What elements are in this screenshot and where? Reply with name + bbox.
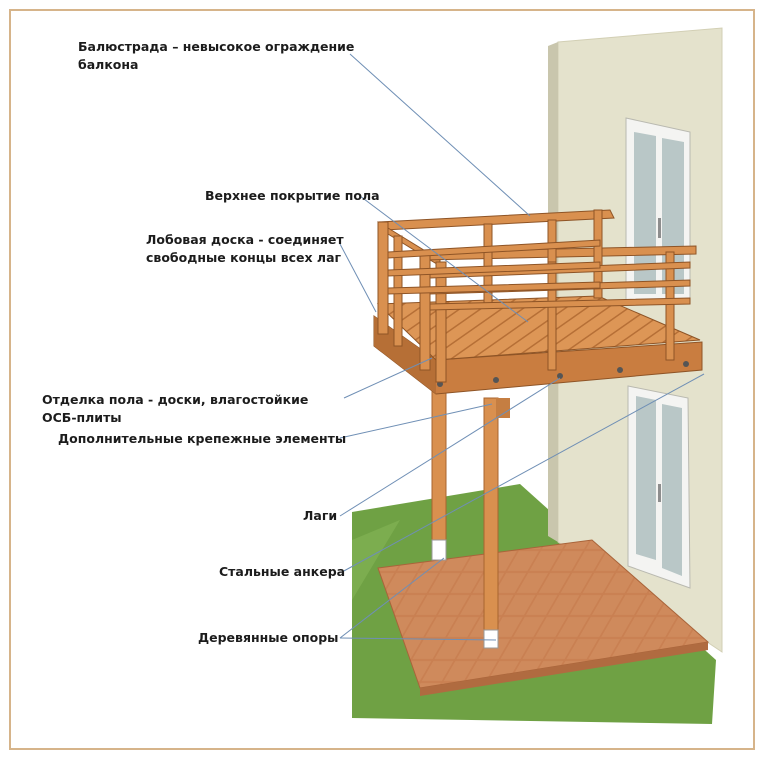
balustrade-railing [377,209,697,383]
upper-window [625,117,691,301]
label-floor-finish: Отделка пола - доски, влагостойкие ОСБ-п… [42,392,309,425]
label-extra-fasteners: Дополнительные крепежные элементы [58,431,347,446]
label-top-cover: Верхнее покрытие пола [205,188,380,203]
deck-platform [373,295,703,395]
image-frame [9,9,755,750]
leader-lines [339,53,705,641]
label-balustrade: Балюстрада – невысокое ограждение балкон… [78,39,355,72]
label-steel-anchors: Стальные анкера [219,564,346,579]
label-wood-supports: Деревянные опоры [198,630,339,645]
label-fascia: Лобовая доска - соединяет свободные конц… [146,232,344,265]
lower-window [627,385,691,589]
label-joists: Лаги [303,508,338,523]
wooden-support-posts [431,377,510,649]
